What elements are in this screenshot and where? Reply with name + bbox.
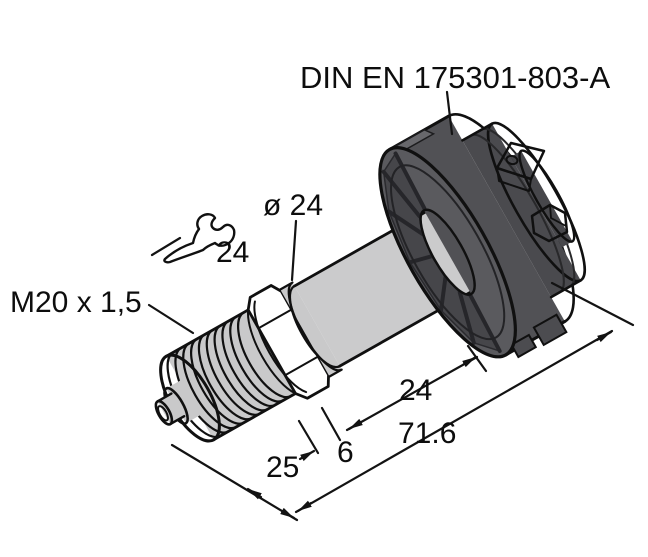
sensor-body-group — [154, 113, 586, 443]
terminal-top-edge — [496, 167, 532, 192]
dim-text-thread-length: 25 — [266, 451, 299, 484]
back-cap — [462, 123, 581, 298]
dim-71-6-arrow-right — [595, 330, 613, 343]
hex-facet-lines — [258, 308, 320, 376]
dim-25-arrow-right — [280, 507, 296, 520]
dim-text-hex-width: 6 — [337, 436, 354, 469]
dim-71-6-line — [294, 329, 614, 514]
back-cap-silhouette — [461, 122, 583, 299]
wrench-icon — [163, 213, 236, 264]
label-wrench-size: 24 — [216, 236, 249, 269]
port-hole-icon — [157, 405, 169, 422]
hex-front-arcs — [247, 300, 308, 395]
nozzle — [157, 393, 185, 425]
nozzle-face — [154, 399, 174, 426]
thread-silhouette — [164, 308, 297, 442]
dimension-thread-length-25 — [170, 443, 299, 522]
spade-terminal-side — [530, 203, 569, 243]
back-step-end — [518, 149, 576, 243]
valve-connector-housing — [378, 113, 586, 359]
leader-thread — [147, 303, 195, 335]
spade-terminal-top — [495, 141, 546, 192]
dim-25-line — [170, 443, 299, 522]
extension-ticks — [297, 281, 635, 455]
cylinder-front-arc — [288, 284, 341, 369]
label-thread: M20 x 1,5 — [10, 286, 142, 319]
terminal-hole-icon — [505, 154, 519, 166]
dim-24-arrow-right — [462, 355, 478, 368]
flange-mid-ring — [390, 164, 506, 341]
dim-text-body-length: 24 — [399, 374, 432, 407]
dim-24-line — [345, 355, 479, 432]
dimension-overall-length-71-6 — [294, 329, 614, 514]
pressure-port-tip — [154, 379, 202, 426]
dimension-body-length-24 — [345, 355, 479, 432]
collar-body — [280, 282, 342, 377]
flange-outer-rim — [378, 146, 517, 359]
dim-24-arrow-left — [347, 418, 363, 431]
flange-hub — [419, 208, 476, 296]
back-step — [510, 150, 573, 248]
terminal-side-face — [549, 204, 567, 227]
dim-6-arrow — [298, 449, 316, 462]
tip-boss — [166, 379, 202, 424]
flange-ribs — [381, 151, 502, 353]
label-diameter: ø 24 — [263, 189, 323, 222]
dim-25-arrow-left — [246, 487, 263, 500]
label-connector-standard: DIN EN 175301-803-A — [300, 60, 610, 95]
dim-71-6-arrow-left — [296, 500, 313, 513]
bottom-latch-tabs — [510, 313, 568, 359]
leader-wrench — [150, 236, 182, 257]
leader-connector-standard — [445, 90, 454, 136]
thread-section — [159, 308, 297, 443]
dim-text-overall-length: 71.6 — [398, 417, 456, 450]
dimension-hex-width-6 — [298, 449, 316, 462]
leader-diameter — [290, 219, 298, 282]
